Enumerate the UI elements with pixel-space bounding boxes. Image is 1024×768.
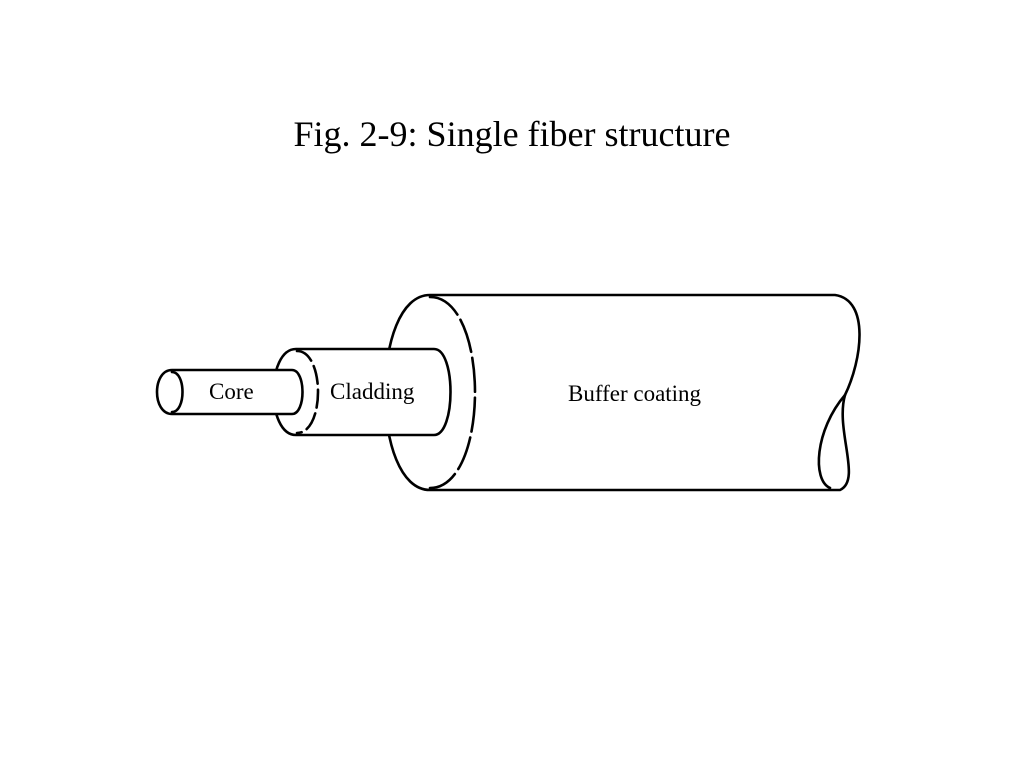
label-core: Core xyxy=(209,379,254,404)
label-cladding: Cladding xyxy=(330,379,415,404)
buffer-inner-edge xyxy=(428,295,477,490)
buffer-break-curve xyxy=(817,393,847,490)
core-body xyxy=(155,368,304,416)
cladding-inner-edge xyxy=(295,349,320,435)
core-cylinder xyxy=(155,368,304,416)
core-end-face xyxy=(170,370,184,414)
label-buffer-coating: Buffer coating xyxy=(568,381,702,406)
figure-title: Fig. 2-9: Single fiber structure xyxy=(293,114,731,154)
